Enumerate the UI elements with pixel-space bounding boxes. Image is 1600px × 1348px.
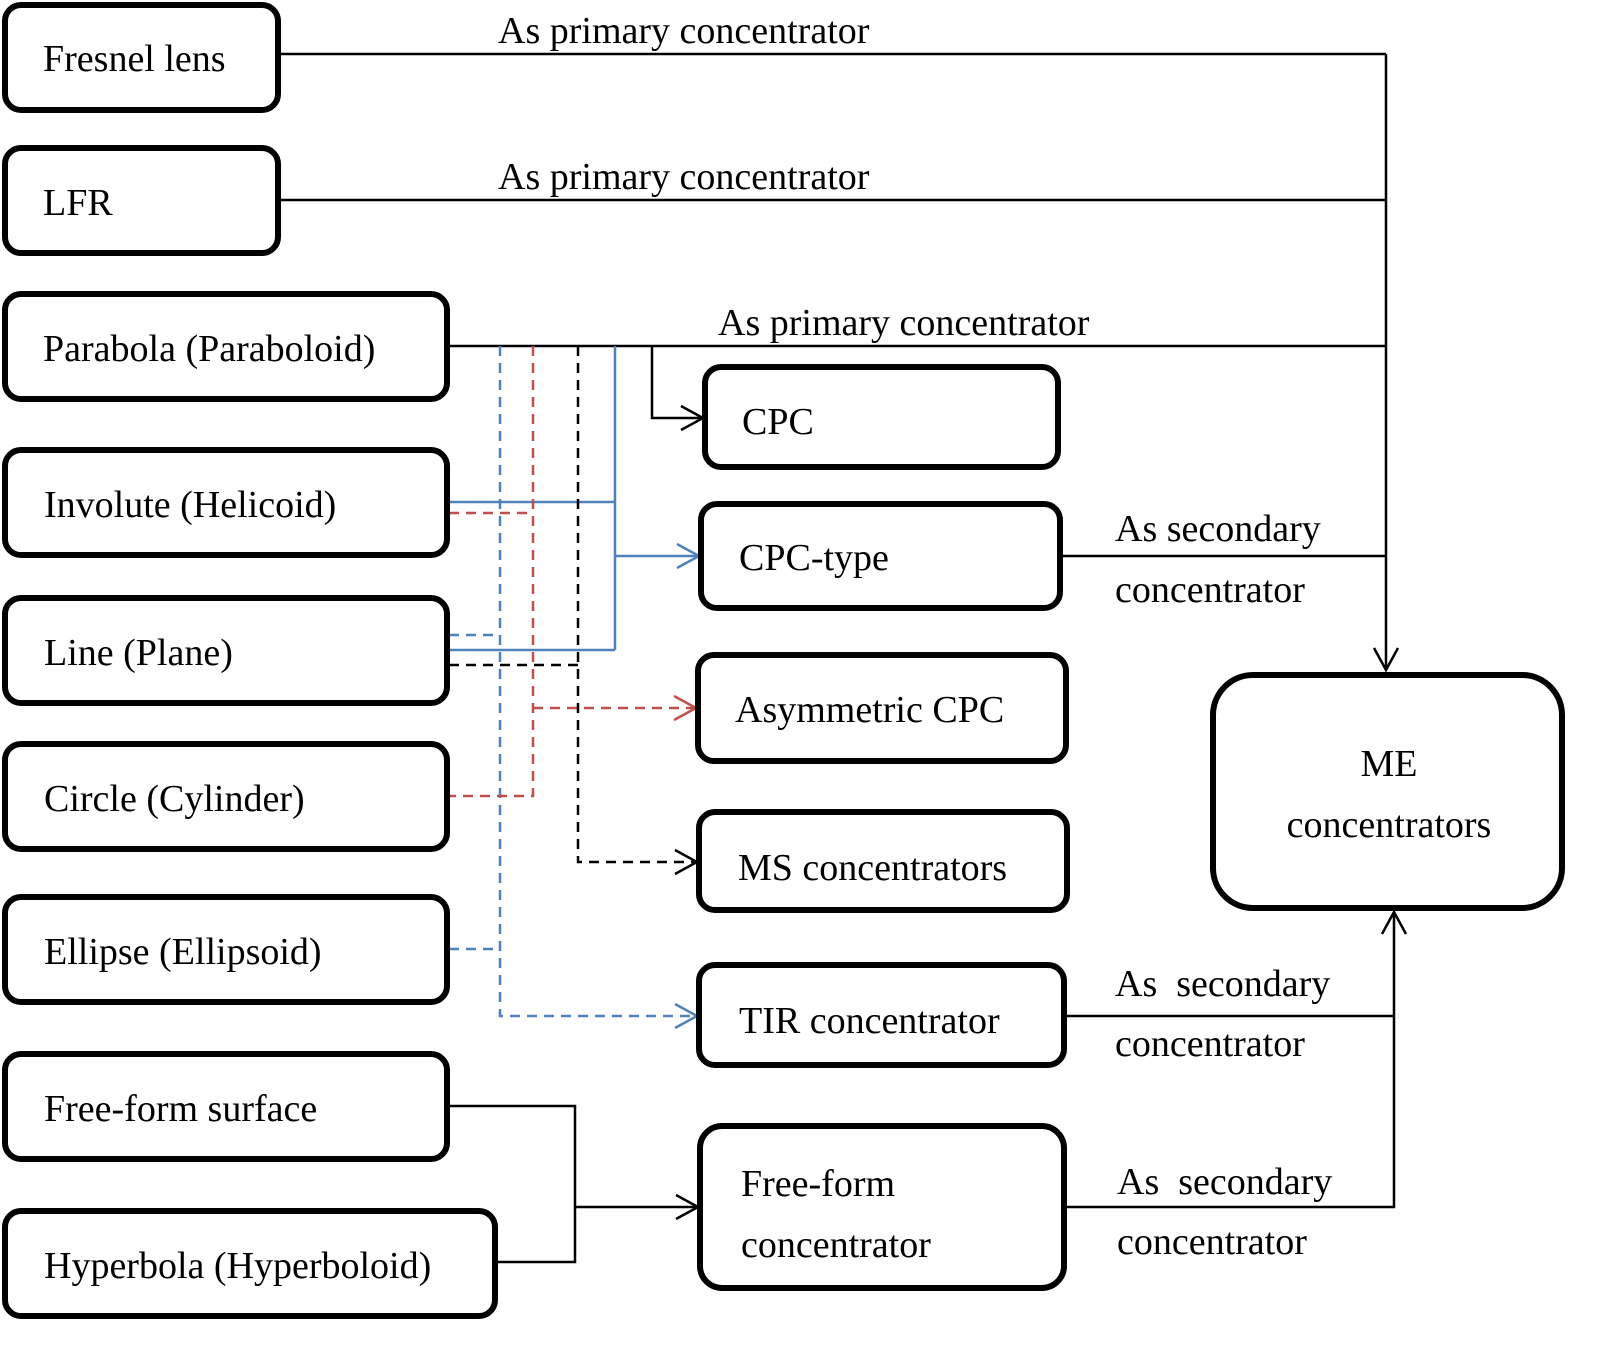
box-lfr-label: LFR: [43, 182, 113, 224]
box-parabola-label: Parabola (Paraboloid): [43, 328, 375, 370]
box-tir-concentrator-label: TIR concentrator: [739, 1000, 1000, 1042]
box-asymmetric-cpc: Asymmetric CPC: [695, 652, 1069, 764]
box-asymmetric-cpc-label: Asymmetric CPC: [735, 689, 1004, 731]
box-hyperbola-label: Hyperbola (Hyperboloid): [44, 1245, 431, 1287]
connector-freeform-surface: [449, 1104, 577, 1264]
box-cpc: CPC: [702, 364, 1061, 470]
connector-freeform-to-me: [1066, 912, 1396, 1209]
connector-black-dashed-vertical: [576, 346, 697, 864]
box-cpc-label: CPC: [742, 401, 814, 443]
label-secondary-freeform-line1: As secondary: [1117, 1161, 1332, 1203]
box-line: Line (Plane): [2, 595, 450, 706]
box-fresnel-lens: Fresnel lens: [2, 2, 281, 113]
box-involute: Involute (Helicoid): [2, 447, 450, 558]
label-secondary-cpc-type-line1: As secondary: [1115, 508, 1321, 550]
box-ellipse: Ellipse (Ellipsoid): [2, 894, 450, 1005]
box-hyperbola: Hyperbola (Hyperboloid): [2, 1208, 498, 1319]
label-secondary-freeform-line2: concentrator: [1117, 1221, 1307, 1263]
box-freeform-concentrator-line1: Free-form: [741, 1163, 895, 1205]
box-circle-label: Circle (Cylinder): [44, 778, 305, 820]
box-involute-label: Involute (Helicoid): [44, 484, 336, 526]
box-parabola: Parabola (Paraboloid): [2, 291, 450, 402]
box-freeform-surface-label: Free-form surface: [44, 1088, 317, 1130]
box-ms-concentrators: MS concentrators: [696, 809, 1070, 913]
box-ms-concentrators-label: MS concentrators: [738, 847, 1007, 889]
connector-parabola-to-cpc: [650, 346, 703, 420]
box-cpc-type-label: CPC-type: [739, 537, 889, 579]
box-lfr: LFR: [2, 145, 281, 256]
box-freeform-surface: Free-form surface: [2, 1051, 450, 1162]
box-freeform-concentrator-line2: concentrator: [741, 1224, 931, 1266]
box-fresnel-lens-label: Fresnel lens: [43, 38, 226, 80]
label-secondary-tir-line2: concentrator: [1115, 1023, 1305, 1065]
box-me-concentrators-line2: concentrators: [1287, 804, 1492, 846]
arrowhead-me-top: [1372, 647, 1400, 673]
label-primary-fresnel: As primary concentrator: [498, 10, 870, 52]
box-me-concentrators-line1: ME: [1361, 743, 1418, 785]
box-me-concentrators: ME concentrators: [1210, 672, 1565, 911]
connector-blue-dashed-vertical: [498, 346, 697, 1018]
connector-red-dashed-vertical: [449, 346, 535, 798]
label-secondary-cpc-type-line2: concentrator: [1115, 569, 1305, 611]
label-primary-lfr: As primary concentrator: [498, 156, 870, 198]
box-tir-concentrator: TIR concentrator: [696, 962, 1067, 1068]
arrowhead-me-bottom: [1380, 909, 1408, 935]
box-ellipse-label: Ellipse (Ellipsoid): [44, 931, 322, 973]
label-secondary-tir-line1: As secondary: [1115, 963, 1330, 1005]
box-freeform-concentrator: Free-form concentrator: [697, 1123, 1067, 1291]
box-circle: Circle (Cylinder): [2, 741, 450, 852]
box-line-label: Line (Plane): [44, 632, 233, 674]
box-cpc-type: CPC-type: [698, 501, 1063, 611]
label-primary-parabola: As primary concentrator: [718, 302, 1090, 344]
